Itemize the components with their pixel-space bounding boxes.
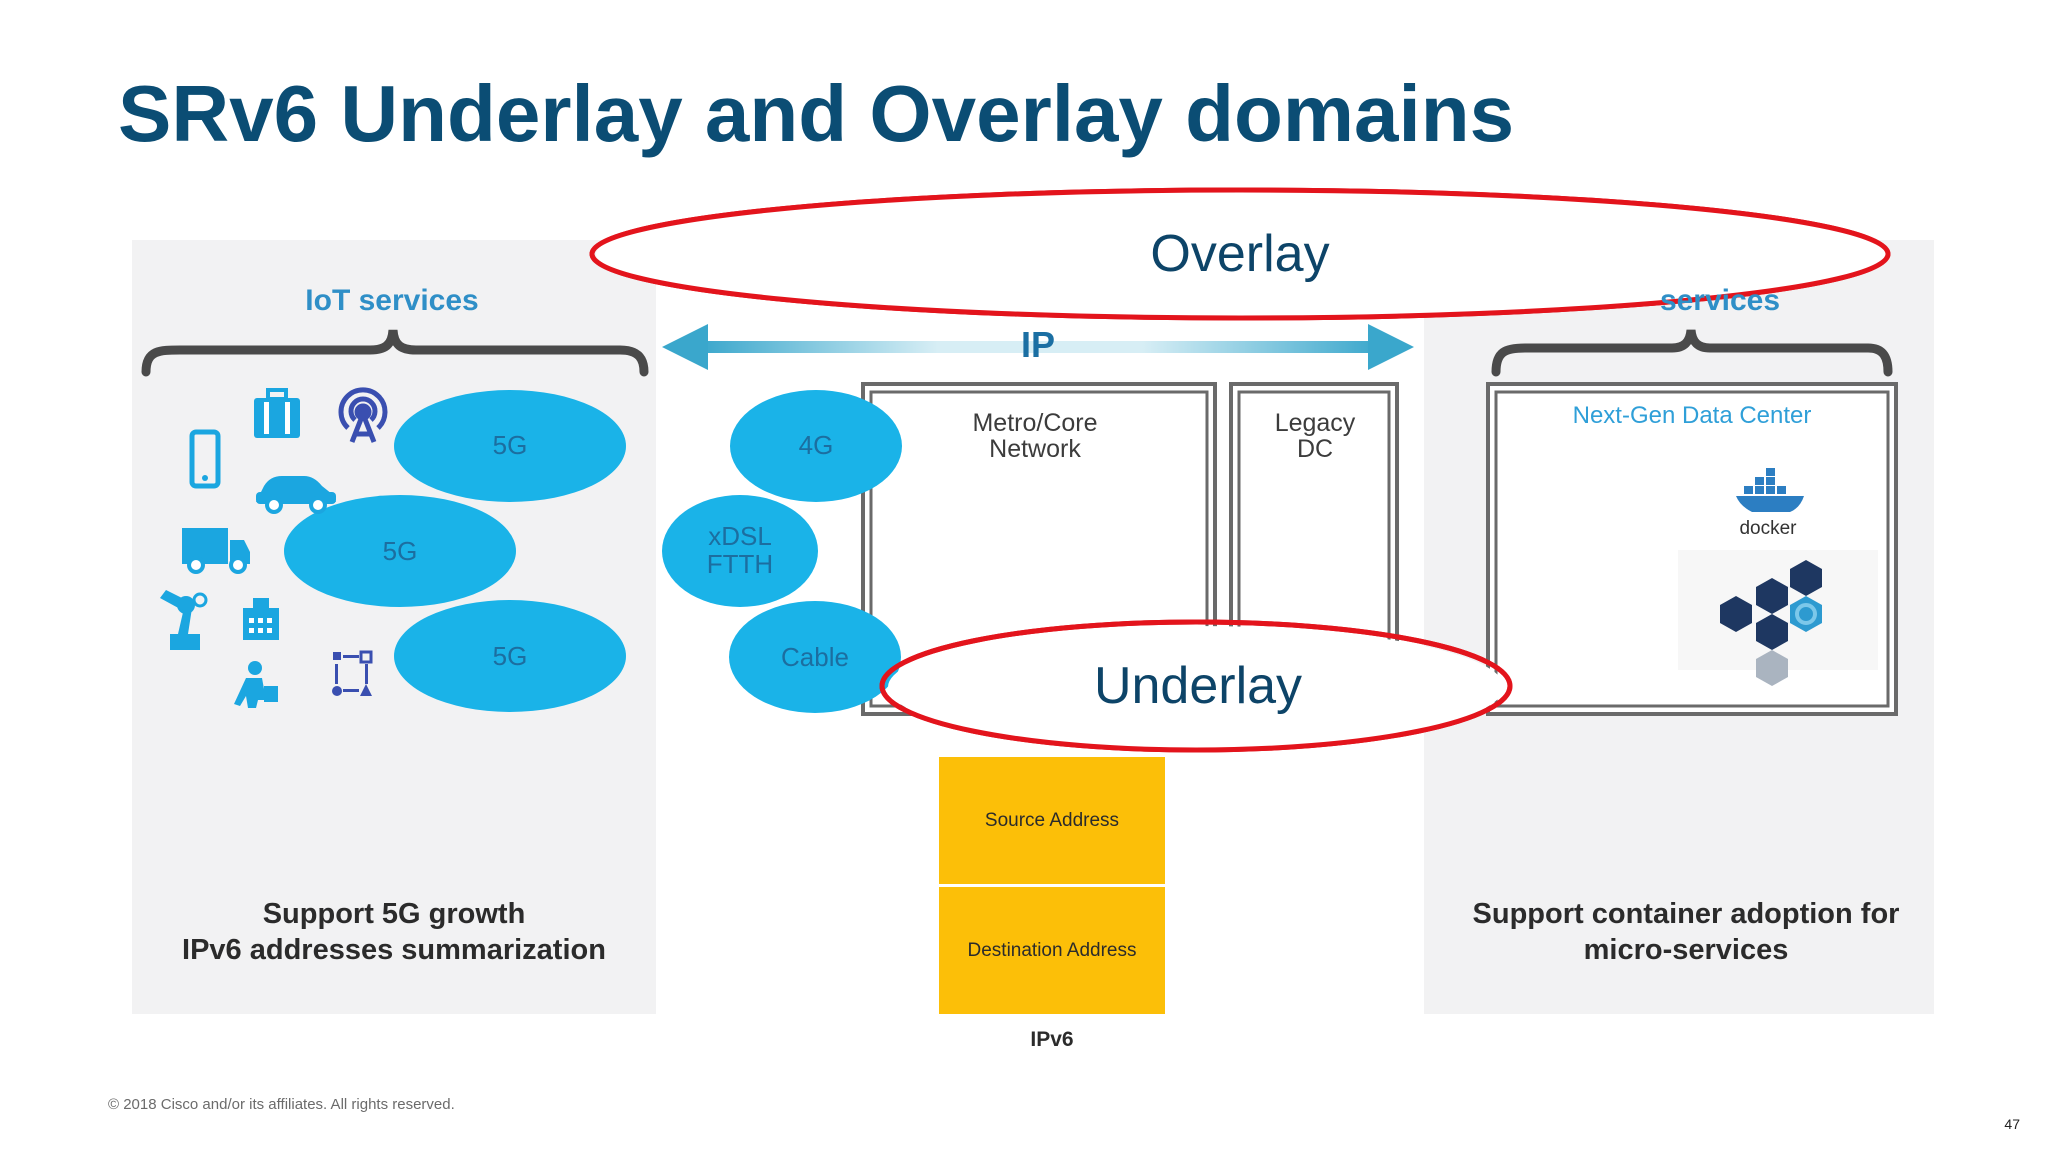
iot-services-heading: IoT services (305, 284, 479, 317)
copyright-footer: © 2018 Cisco and/or its affiliates. All … (108, 1096, 455, 1113)
services-caption-line2: micro-services (1583, 934, 1789, 966)
ipv6-label: IPv6 (1030, 1028, 1074, 1051)
luggage-icon (254, 388, 300, 438)
robot-arm-icon (160, 590, 208, 650)
ip-label: IP (1020, 324, 1055, 365)
underlay-label: Underlay (1093, 657, 1303, 715)
building-icon (243, 598, 279, 640)
ellipse-5g-1 (394, 390, 626, 502)
docker-icon (1736, 468, 1804, 512)
services-brace (1491, 329, 1893, 377)
page-number: 47 (2004, 1116, 2020, 1132)
overlay-label: Overlay (1150, 225, 1330, 283)
workflow-icon (332, 650, 373, 696)
iot-caption-line1: Support 5G growth (262, 898, 526, 930)
services-heading: services (1659, 284, 1781, 317)
datacenter-label: Next-Gen Data Center (1572, 402, 1812, 429)
cell-tower-icon (338, 387, 388, 443)
ellipse-xdsl (662, 495, 818, 607)
services-caption-line1: Support container adoption for (1472, 898, 1900, 930)
slide-title: SRv6 Underlay and Overlay domains (118, 69, 1515, 158)
hexagon-cluster-icon (1720, 560, 1822, 686)
ellipse-5g-3 (394, 600, 626, 712)
metro-core-label: Metro/Core Network (972, 409, 1098, 463)
iot-brace (141, 329, 649, 377)
destination-address-cell: Destination Address (939, 887, 1165, 1014)
smartphone-icon (189, 429, 221, 489)
ellipse-5g-3-label: 5G (492, 641, 528, 671)
ellipse-5g-1-label: 5G (492, 430, 528, 460)
docker-label: docker (1739, 518, 1797, 539)
ip-arrow (662, 324, 1414, 370)
shopper-icon (234, 661, 278, 708)
legacy-dc-label: Legacy DC (1274, 409, 1356, 463)
iot-caption-line2: IPv6 addresses summarization (182, 934, 606, 966)
ellipse-5g-2 (284, 495, 516, 607)
ellipse-4g (730, 390, 902, 502)
ellipse-5g-2-label: 5G (382, 536, 418, 566)
ellipse-xdsl-label: xDSL FTTH (706, 521, 774, 579)
car-icon (256, 476, 336, 514)
ellipse-cable (729, 601, 901, 713)
source-address-cell: Source Address (939, 757, 1165, 884)
truck-icon (182, 528, 250, 574)
ellipse-cable-label: Cable (781, 642, 849, 672)
ellipse-4g-label: 4G (798, 430, 834, 460)
